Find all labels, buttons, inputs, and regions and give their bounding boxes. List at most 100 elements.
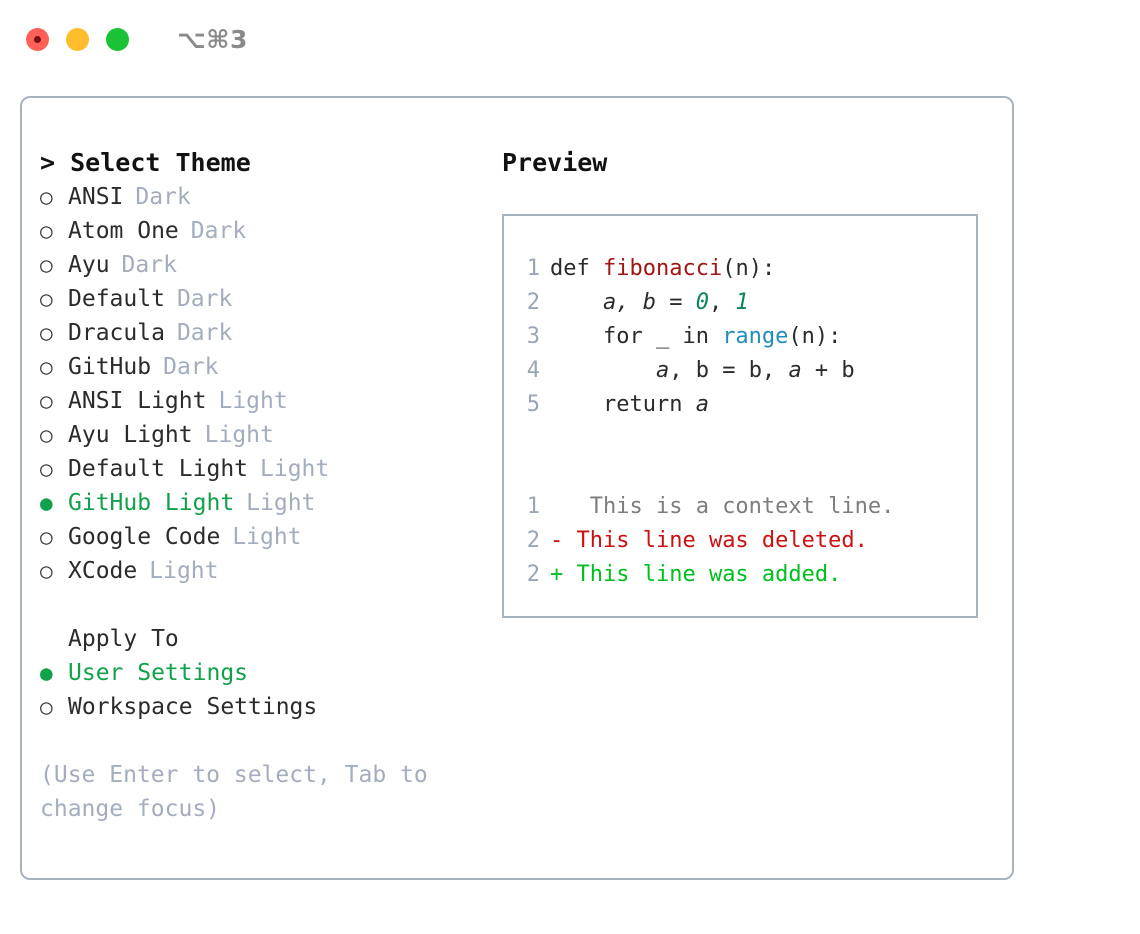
theme-list-item[interactable]: ○ Ayu Dark	[40, 248, 484, 282]
theme-list-item[interactable]: ○ Default Dark	[40, 282, 484, 316]
apply-to-option-workspace-settings[interactable]: ○ Workspace Settings	[40, 690, 484, 724]
theme-list-item[interactable]: ○ Google Code Light	[40, 520, 484, 554]
code-line: 2 a, b = 0, 1	[504, 286, 976, 320]
theme-list-item[interactable]: ○ ANSI Dark	[40, 180, 484, 214]
select-theme-heading-label: Select Theme	[70, 148, 251, 177]
select-theme-heading: > Select Theme	[40, 146, 484, 180]
diff-marker	[550, 490, 563, 524]
diff-marker-minus: -	[550, 528, 564, 553]
code-line: 4 a, b = b, a + b	[504, 354, 976, 388]
apply-to-heading-label: Apply To	[68, 626, 179, 652]
syntax-number: 1	[735, 290, 749, 315]
keyboard-hint-text: (Use Enter to select, Tab to change focu…	[40, 762, 442, 822]
theme-name: Google Code	[68, 524, 221, 550]
line-number: 2	[526, 290, 540, 315]
maximize-button-icon[interactable]	[106, 27, 129, 51]
radio-icon[interactable]: ○	[40, 389, 53, 413]
radio-icon[interactable]: ○	[40, 695, 53, 719]
window-controls	[26, 27, 129, 51]
theme-name: Default	[68, 286, 165, 312]
syntax-function: fibonacci	[602, 256, 723, 281]
theme-variant-tag: Light	[232, 524, 302, 550]
radio-icon[interactable]: ○	[40, 457, 53, 481]
code-text: return a	[550, 392, 709, 417]
theme-list-item[interactable]: ○ Atom One Dark	[40, 214, 484, 248]
theme-variant-tag: Light	[246, 490, 316, 516]
theme-name: Dracula	[68, 320, 165, 346]
diff-line-deleted: 2 - This line was deleted.	[504, 524, 976, 558]
theme-variant-tag: Dark	[190, 218, 247, 244]
spacer	[40, 588, 484, 622]
line-number: 5	[526, 392, 540, 417]
apply-to-option-label: Workspace Settings	[68, 694, 318, 720]
code-text: for _ in range(n):	[550, 324, 842, 349]
diff-marker-plus: +	[550, 562, 564, 587]
theme-variant-tag: Dark	[176, 286, 233, 312]
theme-variant-tag: Dark	[135, 184, 191, 210]
preview-panel: Preview 1 def fibonacci(n): 2 a, b = 0, …	[484, 146, 1012, 826]
theme-name: Default Light	[68, 456, 249, 482]
line-number: 4	[526, 358, 540, 383]
theme-variant-tag: Light	[260, 456, 330, 482]
diff-text: This line was added.	[563, 562, 842, 587]
radio-icon[interactable]: ○	[40, 559, 53, 583]
radio-icon[interactable]: ○	[40, 355, 53, 379]
theme-variant-tag: Dark	[176, 320, 233, 346]
theme-variant-tag: Light	[218, 388, 288, 414]
spacer	[504, 422, 976, 456]
radio-icon-selected[interactable]: ●	[40, 491, 53, 515]
theme-variant-tag: Dark	[121, 252, 177, 278]
radio-icon[interactable]: ○	[40, 185, 53, 209]
apply-to-group: ○ Apply To ● User Settings ○ Workspace Sett…	[40, 622, 484, 724]
title-bar: ⌥⌘3	[0, 0, 1140, 78]
code-line: 3 for _ in range(n):	[504, 320, 976, 354]
theme-list-item[interactable]: ○ Dracula Dark	[40, 316, 484, 350]
line-number: 1	[526, 256, 540, 281]
diff-line-context: 1 This is a context line.	[504, 490, 976, 524]
radio-icon[interactable]: ○	[40, 321, 53, 345]
line-number: 2	[526, 528, 540, 553]
line-number: 1	[526, 494, 540, 519]
theme-variant-tag: Dark	[163, 354, 219, 380]
minimize-button-icon[interactable]	[66, 27, 89, 51]
code-text: a, b = 0, 1	[602, 290, 749, 315]
theme-name: Ayu Light	[68, 422, 193, 448]
code-line: 5 return a	[504, 388, 976, 422]
radio-icon[interactable]: ○	[40, 423, 53, 447]
apply-to-option-user-settings[interactable]: ● User Settings	[40, 656, 484, 690]
line-number: 3	[526, 324, 540, 349]
theme-list-item[interactable]: ○ GitHub Dark	[40, 350, 484, 384]
line-number: 2	[526, 562, 540, 587]
preview-code-box: 1 def fibonacci(n): 2 a, b = 0, 1 3 for …	[502, 214, 978, 618]
theme-variant-tag: Light	[204, 422, 274, 448]
code-text: a, b = b, a + b	[655, 358, 855, 383]
theme-name: XCode	[68, 558, 138, 584]
diff-text: This is a context line.	[563, 494, 895, 519]
theme-name: Ayu	[68, 252, 110, 278]
prompt-caret-icon: >	[40, 148, 56, 177]
theme-variant-tag: Light	[149, 558, 219, 584]
theme-list-item[interactable]: ○ Default Light Light	[40, 452, 484, 486]
radio-icon-selected[interactable]: ●	[40, 661, 53, 685]
preview-heading: Preview	[502, 148, 608, 177]
theme-name: ANSI	[68, 184, 124, 210]
theme-name: GitHub Light	[68, 490, 235, 516]
apply-to-option-label: User Settings	[68, 660, 249, 686]
code-line: 1 def fibonacci(n):	[504, 252, 976, 286]
diff-line-added: 2 + This line was added.	[504, 558, 976, 592]
radio-icon[interactable]: ○	[40, 253, 53, 277]
radio-icon[interactable]: ○	[40, 219, 53, 243]
radio-icon[interactable]: ○	[40, 287, 53, 311]
theme-name: Atom One	[68, 218, 179, 244]
theme-list-item[interactable]: ○ XCode Light	[40, 554, 484, 588]
syntax-number: 0	[695, 290, 709, 315]
keyboard-shortcut-label: ⌥⌘3	[177, 24, 248, 54]
theme-name: GitHub	[68, 354, 152, 380]
radio-icon[interactable]: ○	[40, 525, 53, 549]
theme-list-item[interactable]: ○ Ayu Light Light	[40, 418, 484, 452]
theme-list-item-selected[interactable]: ● GitHub Light Light	[40, 486, 484, 520]
close-button-icon[interactable]	[26, 27, 49, 51]
